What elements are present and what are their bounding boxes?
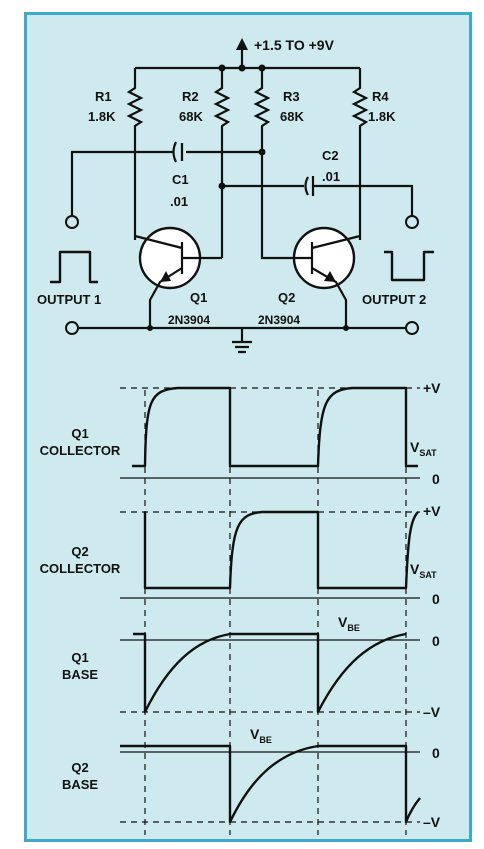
junction-dot (147, 325, 153, 331)
r2-value: 68K (179, 109, 203, 124)
q1c-vsat-sub: SAT (419, 448, 437, 458)
q1c-vsat-label: VSAT (410, 439, 437, 458)
q1b-label-line2: BASE (62, 667, 98, 682)
q1-base-waveform (133, 632, 407, 714)
ground-terminal-left (65, 321, 79, 335)
r3-value: 68K (280, 109, 304, 124)
schematic: +1.5 TO +9V R1 1.8K R2 68K R3 68K R4 1.8… (37, 37, 434, 354)
c1-wire-left (70, 150, 174, 216)
q1-collector-waveform (132, 386, 418, 468)
c2-wire-right (313, 184, 414, 216)
output2-pulse-icon (384, 250, 434, 282)
q2c-label-line2: COLLECTOR (40, 561, 121, 576)
q1-emitter-arrow-icon (160, 271, 171, 282)
c1-value: .01 (170, 194, 188, 209)
ground-icon (232, 340, 252, 354)
q1c-plusv-label: +V (423, 380, 441, 396)
r3-name: R3 (283, 89, 300, 104)
timing-diagram: Q1 COLLECTOR +V VSAT 0 Q2 COLLECTOR +V V… (40, 380, 441, 835)
q1c-label-line1: Q1 (71, 426, 88, 441)
c2-value: .01 (322, 169, 340, 184)
figure-panel (24, 12, 472, 842)
q2c-label-line1: Q2 (71, 544, 88, 559)
q2b-label-line1: Q2 (71, 760, 88, 775)
q1b-vbe-label: VBE (338, 614, 360, 633)
q2-collector-waveform (143, 510, 419, 590)
q1-part: 2N3904 (168, 313, 210, 327)
q1b-zero-label: 0 (432, 633, 440, 649)
output1-terminal (65, 215, 79, 229)
r4-value: 1.8K (368, 109, 396, 124)
supply-label: +1.5 TO +9V (254, 37, 335, 53)
output1-pulse-icon (50, 250, 98, 284)
q1-emitter-lead (148, 267, 183, 328)
q2-emitter-lead (311, 267, 348, 328)
q2c-vsat-sub: SAT (419, 570, 437, 580)
q1-name: Q1 (190, 290, 207, 305)
q2c-plusv-label: +V (423, 503, 441, 519)
junction-dot (343, 325, 349, 331)
r3-resistor (253, 68, 282, 260)
output1-label: OUTPUT 1 (37, 292, 101, 307)
junction-dot (238, 64, 246, 72)
c1-name: C1 (172, 172, 189, 187)
q2-emitter-arrow-icon (324, 271, 336, 282)
supply-arrow-icon (236, 38, 248, 50)
junction-dot (218, 182, 226, 190)
q2b-minusv-label: –V (423, 814, 441, 830)
q1b-minusv-label: –V (423, 704, 441, 720)
r4-name: R4 (372, 89, 389, 104)
q2c-vsat-label: VSAT (410, 561, 437, 580)
output2-label: OUTPUT 2 (362, 292, 426, 307)
q2-collector-lead (311, 234, 361, 250)
q1b-vbe-sub: BE (347, 623, 360, 633)
q2-name: Q2 (278, 290, 295, 305)
q2-base-waveform (120, 744, 421, 824)
c2-name: C2 (322, 148, 339, 163)
q2-part: 2N3904 (258, 313, 300, 327)
junction-dot (258, 148, 266, 156)
q1-collector-lead (134, 234, 183, 250)
q2b-vbe-label: VBE (250, 726, 272, 745)
q2b-vbe-sub: BE (259, 735, 272, 745)
r1-name: R1 (95, 89, 112, 104)
q2c-vsat-main: V (410, 561, 420, 577)
r1-value: 1.8K (88, 109, 116, 124)
q1c-zero-label: 0 (432, 471, 440, 487)
r2-name: R2 (182, 89, 199, 104)
q1b-vbe-main: V (338, 614, 348, 630)
r4-resistor (351, 68, 369, 240)
q1c-vsat-main: V (410, 439, 420, 455)
q2b-zero-label: 0 (432, 745, 440, 761)
q1b-label-line1: Q1 (71, 650, 88, 665)
q1c-label-line2: COLLECTOR (40, 443, 121, 458)
q2b-label-line2: BASE (62, 777, 98, 792)
q2c-zero-label: 0 (432, 591, 440, 607)
r1-resistor (126, 68, 144, 240)
output2-terminal (405, 215, 419, 229)
c2-plate-curved (304, 176, 309, 196)
ground-terminal-right (405, 321, 419, 335)
q2b-vbe-main: V (250, 726, 260, 742)
r2-resistor (213, 68, 231, 258)
